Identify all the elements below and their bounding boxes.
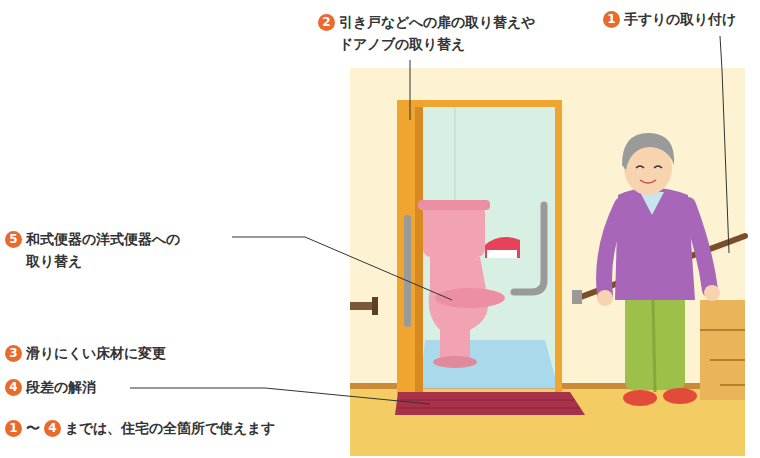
grab-bar: [514, 205, 544, 292]
grab-bar: [404, 215, 411, 327]
leader-line: [232, 237, 452, 300]
paper-holder: [485, 237, 520, 258]
callout-label: までは、住宅の全箇所で使えます: [65, 417, 275, 439]
callout-label: 滑りにくい床材に変更: [26, 342, 166, 364]
toilet-room: [420, 105, 558, 388]
callout-label: 引き戸などへの扉の取り替えや ドアノブの取り替え: [339, 11, 584, 55]
callout-number: 3: [5, 345, 22, 362]
callout-number: 1: [5, 420, 22, 437]
callout-number: 4: [44, 420, 61, 437]
callout-label: 段差の解消: [26, 376, 96, 398]
elderly-person: [597, 133, 720, 406]
stairs: [700, 300, 745, 400]
callout-label: 手すりの取り付け: [624, 8, 736, 30]
leader-line: [130, 388, 430, 404]
callout-number: 4: [5, 379, 22, 396]
callout-label: 和式便器の洋式便器への 取り替え: [26, 228, 231, 272]
leader-line: [720, 36, 729, 253]
leader-line: [410, 60, 411, 120]
western-toilet: [423, 205, 485, 257]
floor: [350, 388, 745, 456]
callout-number: 5: [5, 231, 22, 248]
callout-label: 〜: [26, 417, 40, 439]
door-frame: [397, 103, 423, 395]
callout-number: 1: [603, 11, 620, 28]
stair-steps: [700, 330, 745, 385]
wall: [350, 68, 745, 456]
callout-number: 2: [318, 14, 335, 31]
